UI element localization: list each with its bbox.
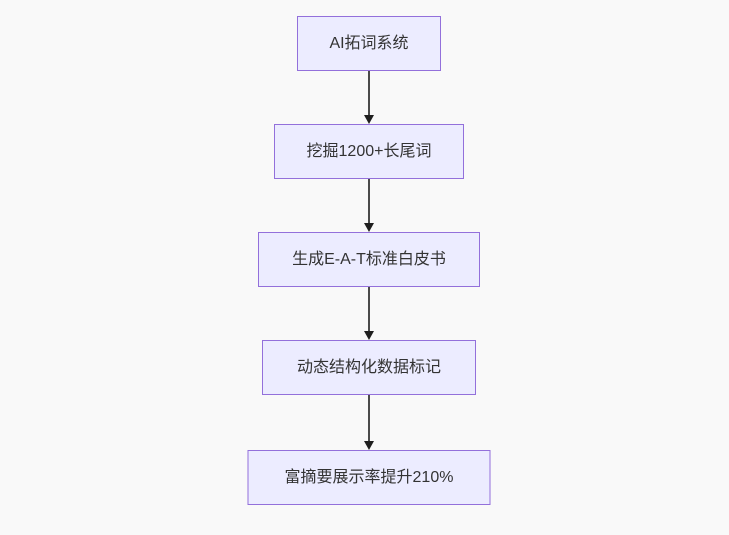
arrow-line: [368, 395, 370, 443]
arrow-line: [368, 287, 370, 333]
flow-arrow: [363, 395, 375, 450]
flow-node-label: 动态结构化数据标记: [296, 358, 441, 376]
flow-node-structured-data-markup: 动态结构化数据标记: [262, 340, 476, 395]
flow-arrow: [363, 287, 375, 340]
arrow-line: [368, 179, 370, 225]
arrow-head-icon: [364, 115, 374, 124]
flow-node-longtail-mining: 挖掘1200+长尾词: [274, 124, 464, 179]
arrow-head-icon: [364, 223, 374, 232]
flow-node-label: 生成E-A-T标准白皮书: [292, 250, 446, 268]
arrow-head-icon: [364, 441, 374, 450]
arrow-head-icon: [364, 331, 374, 340]
flow-node-label: 挖掘1200+长尾词: [306, 142, 432, 160]
flow-node-label: AI拓词系统: [329, 34, 409, 52]
flow-node-label: 富摘要展示率提升210%: [284, 468, 454, 486]
flow-arrow: [363, 179, 375, 232]
flow-node-rich-snippet-rate: 富摘要展示率提升210%: [247, 450, 491, 505]
flow-arrow: [363, 71, 375, 124]
flow-node-eat-whitepaper: 生成E-A-T标准白皮书: [258, 232, 480, 287]
flow-node-ai-word-system: AI拓词系统: [297, 16, 441, 71]
arrow-line: [368, 71, 370, 117]
